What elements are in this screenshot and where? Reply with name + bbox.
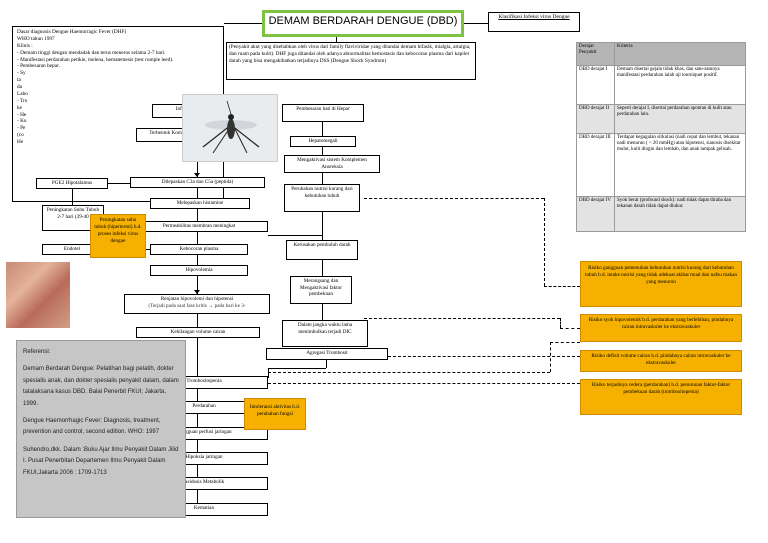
note-risk-defisit: Risiko defisit volume cairan b.d. pindah… (580, 350, 742, 372)
definition-box: (Penyakit akut yang disebabkan oleh viru… (226, 42, 476, 80)
reference-item: Demam Berdarah Dengue: Pelatihan bagi pe… (23, 366, 179, 407)
mosquito-photo (182, 94, 278, 162)
table-cell: DBD derajat III (576, 133, 615, 197)
diagnosis-item: He (17, 139, 24, 145)
table-header: Derajat Penyakit (576, 42, 615, 66)
flow-pge2: PGE2 Hipotalamus (36, 178, 108, 189)
note-risk-nutrisi: Risiko gangguan pemenuhan kebutuhan nutr… (580, 261, 742, 307)
table-cell: Syok berat (profound shock): nadi tidak … (614, 196, 746, 232)
flow-kebocoran: Kebocoran plasma (150, 244, 248, 255)
reference-item: Suhendro,dkk. Dalam :Buku Ajar Ilmu Peny… (23, 446, 179, 476)
note-hipertermi: Peningkatan suhu tubuh (hipertermi) b.d.… (90, 214, 146, 258)
reference-item: Dengue Haemorrhagic Fever: Diagnosis, tr… (23, 417, 161, 436)
flow-kehilangan: Kehilangan volume cairan (136, 327, 260, 338)
table-cell: DBD derajat II (576, 104, 615, 134)
diagnosis-list: Klinis :- Demam tinggi dengan mendadak d… (17, 43, 219, 146)
flow-dalam-jangka: Dalam jangka waktu lama menimbulkan terj… (282, 320, 368, 347)
flow-renjatan: Renjatan hipovolemi dan hipotensi (Terja… (124, 294, 270, 314)
flow-kerusakan: Kerusakan pembuluh darah (286, 240, 358, 260)
table-cell: Terdapat kegagalan sirkulasi (nadi cepat… (614, 133, 746, 197)
diagnosis-item: - Ku (17, 118, 27, 125)
note-risk-cedera: Risiko terjadinya cedera (perdarahan) b.… (580, 379, 742, 415)
flow-pembesaran: Pembesaran hati di Hepar (282, 104, 364, 122)
flow-mengaktivasi: Mengaktivasi sistem Komplemen Anoreksia (284, 155, 380, 173)
rash-photo (6, 262, 70, 328)
flow-melepaskan: Melepaskan histamine (150, 198, 250, 209)
flow-perubahan-nutrisi: Perubahan nutrisi kurang dari kebutuhan … (284, 184, 360, 212)
flow-hepatomegali: Hepatomegali (290, 136, 356, 147)
table-header: Kriteria (614, 42, 746, 66)
diagnosis-item: - Pe (17, 125, 26, 132)
diagnosis-item: - Tro (17, 97, 28, 104)
flow-agregasi: Agregasi Trombosit (266, 348, 388, 360)
table-cell: DBD derajat IV (576, 196, 615, 232)
diagnosis-item: - Pembesaran hepar. (17, 63, 60, 70)
diagnosis-item: - He (17, 111, 27, 118)
mosquito-icon (202, 100, 260, 154)
diagnosis-item: da (17, 84, 22, 90)
diagnosis-item: Labo (17, 90, 28, 97)
diagnosis-item: - Manifestasi perdarahan petikie, melena… (17, 56, 174, 63)
references-box: Referensi: Demam Berdarah Dengue: Pelati… (16, 340, 186, 518)
references-title: Referensi: (23, 349, 51, 355)
table-cell: Demam disertai gejala tidak khas, dan sa… (614, 65, 746, 105)
table-cell: Seperti derajat I, disertai perdarahan s… (614, 104, 746, 134)
flow-permeabilitas: Permeabilitas membran meningkat (130, 221, 268, 232)
page-title: DEMAM BERDARAH DENGUE (DBD) (262, 10, 464, 37)
diagnosis-item: - Sy (17, 70, 26, 77)
flow-dilepaskan: Dilepaskan C3a dan C5a (peptida) (130, 177, 265, 188)
diagnosis-item: ta (17, 77, 21, 84)
flow-hipovolemia: Hipovolemia (150, 265, 248, 276)
flow-merangsang: Merangsang dan Mengaktivasi faktor pembe… (290, 276, 352, 304)
diagnosis-title: Dasar diagnosis Dengue Haemorragic Fever… (17, 29, 127, 42)
diagnosis-item: - Demam tinggi dengan mendadak dan terus… (17, 49, 166, 56)
note-intoleransi: Intoleransi aktivitas b.d. perubahan fun… (244, 398, 306, 430)
note-risk-syok: Risiko syok hipovolemik b.d. perdarahan … (580, 314, 742, 342)
klasifikasi-title: Klasifikasi Infeksi virus Dengue (488, 12, 580, 32)
diagnosis-item: ke (17, 104, 22, 111)
title-text: DEMAM BERDARAH DENGUE (DBD) (268, 15, 458, 27)
diagnosis-item: Klinis : (17, 42, 33, 49)
diagnosis-item: (co (17, 132, 24, 139)
table-cell: DBD derajat I (576, 65, 615, 105)
